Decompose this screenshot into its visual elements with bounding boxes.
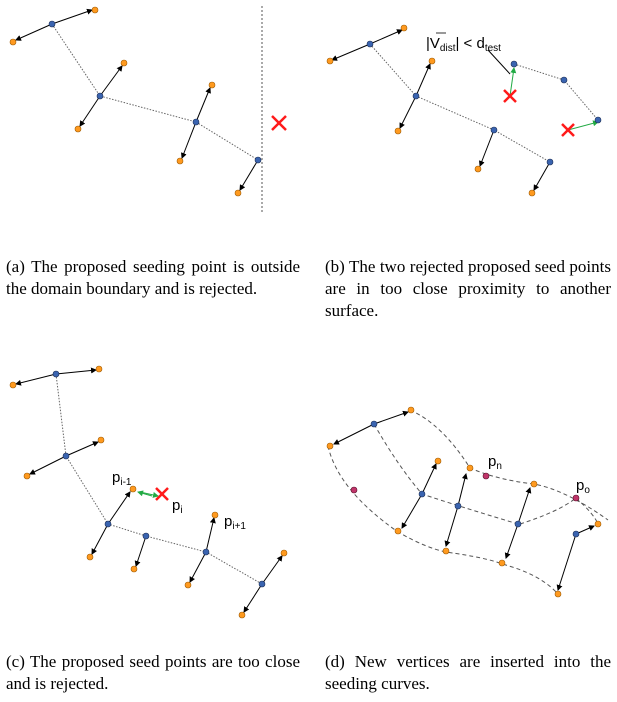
annotation-leader [487,49,511,75]
seed-curve [369,43,599,163]
normal-arrows [15,8,259,191]
inserted-vertices [350,472,580,502]
panel-d: pn po [318,394,617,614]
seed-curve [51,23,259,161]
orange-points [326,24,536,197]
distance-vectors [509,67,599,131]
blue-points [52,370,266,588]
panel-d-diagram: pn po [326,406,609,598]
panel-a-diagram [9,6,287,212]
panel-b-diagram: |Vdist| < dtest [326,24,602,197]
distance-annotation: |Vdist| < dtest [426,35,501,54]
blue-points [48,20,262,164]
rejected-x-icon [503,89,517,103]
label-p-o: po [576,477,590,496]
label-p-i-minus-1: pi-1 [112,469,132,488]
blue-points [366,40,602,166]
blue-points [370,420,580,538]
label-p-i-plus-1: pi+1 [224,513,246,532]
panel-a [0,0,300,225]
rejected-x-icon [155,487,169,501]
distance-vectors [137,490,159,498]
normal-arrows [331,29,551,191]
panel-c-diagram: pi-1 pi pi+1 [9,365,288,619]
normal-arrows [333,410,595,591]
label-p-n: pn [488,453,502,472]
label-p-i: pi [172,497,183,516]
orange-points [9,6,242,197]
panel-b: |Vdist| < dtest [318,0,617,225]
panel-c: pi-1 pi pi+1 [0,350,300,630]
caption-d: (d) New vertices are inserted into the s… [325,652,611,693]
normal-arrows [15,367,283,613]
orange-points [326,406,602,598]
rejected-x-icon [561,123,575,137]
caption-c: (c) The proposed seed points are too clo… [6,652,300,693]
caption-a: (a) The proposed seeding point is outsid… [6,257,300,298]
seed-curve [55,373,263,585]
caption-b: (b) The two rejected proposed seed point… [325,257,611,320]
orange-points [9,365,288,619]
rejected-x-icon [271,115,287,131]
